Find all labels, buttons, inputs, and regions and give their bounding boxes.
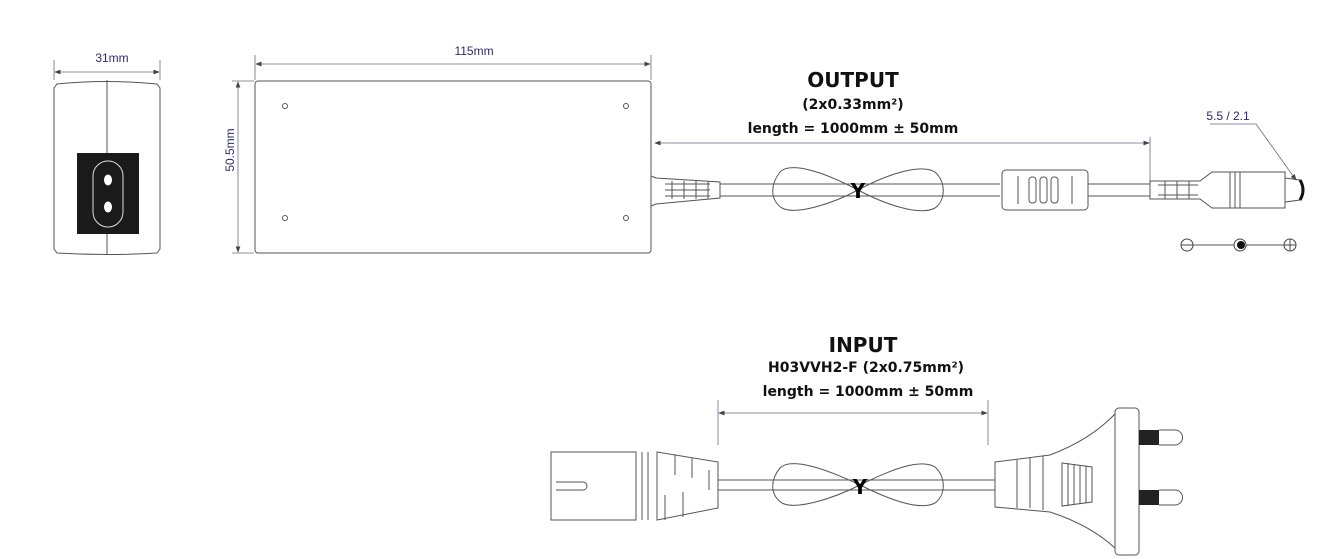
output-length: length = 1000mm ± 50mm [748, 121, 959, 137]
adapter-body [254, 80, 652, 254]
cable-tie-icon: Y [850, 179, 866, 203]
c7-connector [550, 451, 637, 521]
width-label: 31mm [95, 51, 128, 65]
input-title: INPUT [829, 333, 898, 357]
height-label: 50.5mm [223, 128, 237, 171]
ferrite-core [1001, 169, 1089, 211]
input-length: length = 1000mm ± 50mm [763, 384, 974, 400]
output-title: OUTPUT [807, 68, 899, 92]
adapter-side-outline [53, 81, 161, 255]
output-cable-spec: (2x0.33mm²) [802, 97, 903, 113]
polarity-symbol [1180, 238, 1297, 252]
input-cable: INPUT H03VVH2-F (2x0.75mm²) length = 100… [550, 333, 1183, 556]
cable-tie-icon: Y [852, 475, 868, 499]
c8-socket-icon [92, 160, 124, 228]
top-view: 115mm 50.5mm [223, 44, 652, 254]
side-view: 31mm [53, 51, 161, 255]
length-label: 115mm [454, 44, 493, 58]
center-pin-icon [1237, 241, 1245, 249]
input-cable-spec: H03VVH2-F (2x0.75mm²) [768, 360, 964, 376]
output-cable: OUTPUT (2x0.33mm²) length = 1000mm ± 50m… [650, 68, 1305, 252]
europlug [994, 412, 1116, 550]
ac-socket [77, 153, 139, 234]
plug-size-label: 5.5 / 2.1 [1206, 109, 1250, 123]
